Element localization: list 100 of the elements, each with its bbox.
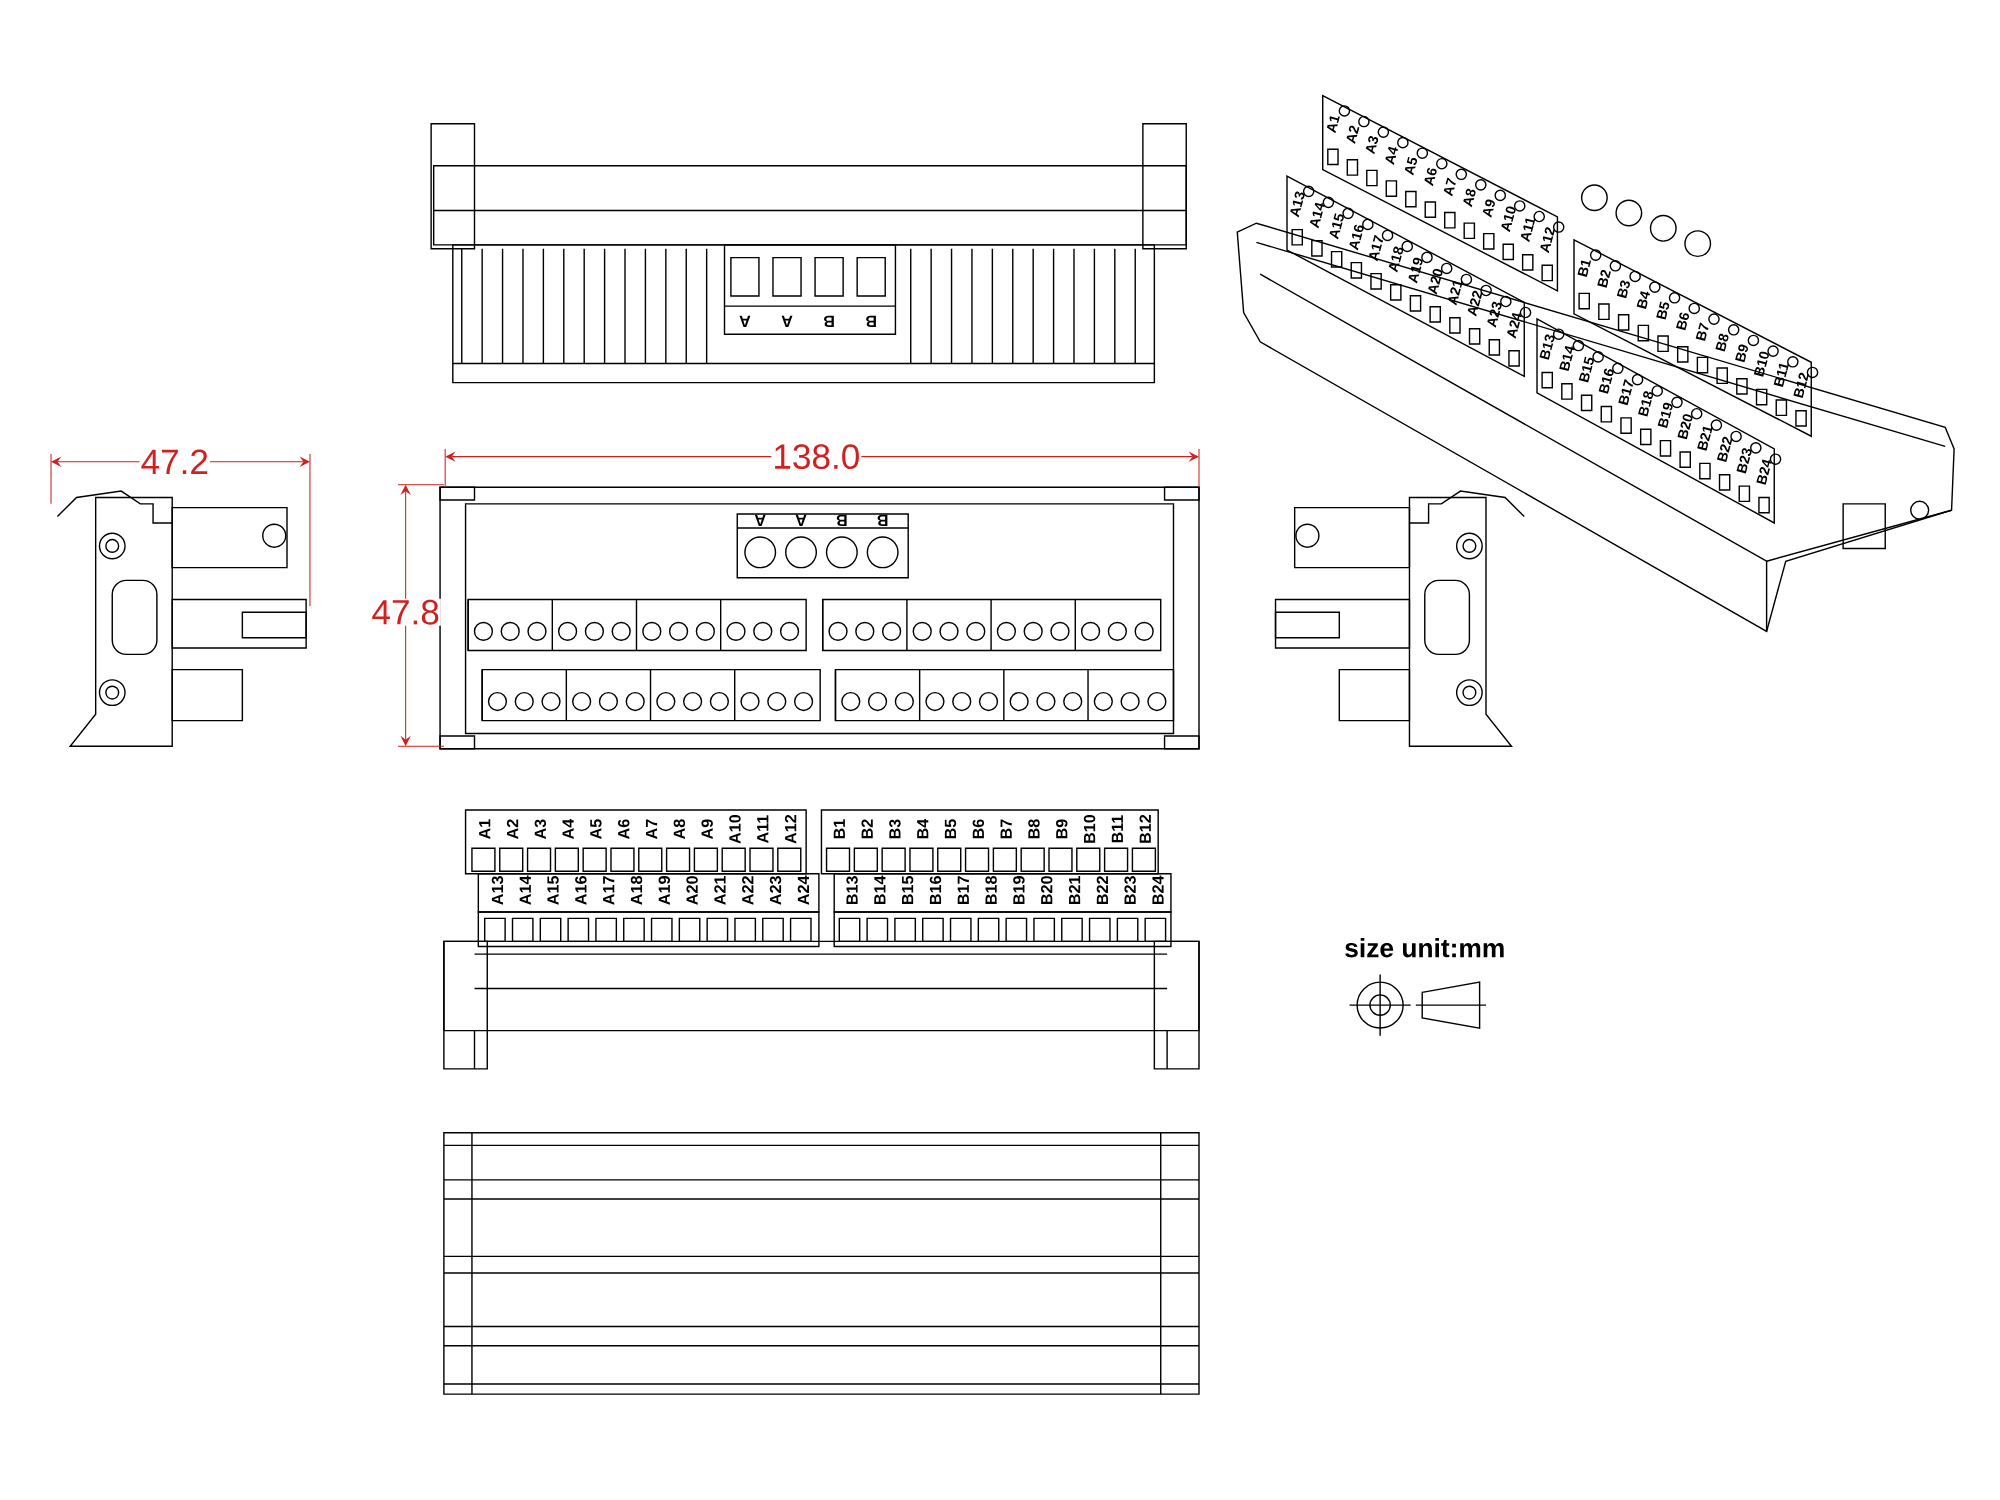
terminal-label: A1 (1326, 116, 1340, 134)
terminal-label: B18 (1638, 391, 1654, 417)
terminal-label: A2 (1346, 125, 1360, 144)
terminal-label: A1 (479, 819, 491, 840)
unit-note: size unit:mm (1345, 938, 1504, 958)
terminal-label: B (866, 315, 876, 327)
dimension-text: 47.8 (370, 598, 441, 626)
dimension-text: 47.2 (139, 448, 210, 476)
terminal-label: B24 (1756, 459, 1772, 485)
terminal-label: A (795, 514, 807, 526)
terminal-label: B17 (1618, 379, 1634, 406)
terminal-label: A19 (1408, 257, 1423, 284)
terminal-label: A17 (1369, 234, 1384, 262)
terminal-label: B9 (1735, 344, 1748, 363)
terminal-label: B10 (1753, 351, 1769, 377)
terminal-label: B23 (1736, 448, 1752, 474)
terminal-label: B7 (1000, 819, 1012, 839)
terminal-label: A16 (1349, 224, 1364, 251)
terminal-label: B8 (1028, 819, 1040, 839)
terminal-label: B6 (1676, 312, 1690, 331)
terminal-label: B3 (1616, 280, 1630, 299)
terminal-label: B21 (1068, 875, 1081, 905)
terminal-label: A8 (1463, 188, 1476, 208)
terminal-label: B3 (889, 819, 901, 839)
terminal-label: B (824, 315, 834, 327)
terminal-label: A18 (1388, 246, 1404, 273)
terminal-label: A4 (562, 818, 574, 840)
terminal-label: A3 (534, 819, 547, 840)
terminal-label: A9 (701, 819, 713, 840)
terminal-label: B14 (1559, 345, 1575, 372)
terminal-label: A20 (686, 876, 698, 905)
terminal-label: B15 (1578, 356, 1594, 383)
terminal-label: A7 (645, 819, 658, 840)
terminal-label: A10 (1501, 206, 1516, 233)
terminal-label: A18 (630, 876, 643, 905)
terminal-label: B18 (985, 876, 997, 905)
terminal-label: B2 (1597, 269, 1611, 288)
terminal-label: B13 (1539, 334, 1555, 360)
terminal-label: B9 (1056, 819, 1068, 839)
terminal-label: B1 (833, 819, 845, 839)
terminal-label: B22 (1096, 876, 1108, 905)
terminal-label: B14 (874, 875, 886, 905)
terminal-label: A (739, 315, 751, 327)
terminal-label: A23 (1487, 301, 1502, 328)
terminal-label: A (781, 315, 793, 327)
terminal-label: B4 (917, 818, 929, 839)
terminal-label: A5 (1404, 156, 1418, 176)
terminal-label: A24 (797, 875, 809, 905)
terminal-label: B19 (1657, 402, 1673, 428)
terminal-label: B23 (1124, 876, 1136, 905)
terminal-label: B22 (1716, 436, 1733, 463)
terminal-label: B8 (1715, 333, 1729, 352)
terminal-label: A12 (784, 814, 797, 844)
terminal-label: B10 (1083, 814, 1096, 843)
terminal-label: B (877, 514, 888, 526)
terminal-label: A24 (1507, 312, 1522, 339)
terminal-label: B19 (1013, 876, 1025, 905)
terminal-label: B11 (1773, 363, 1790, 387)
terminal-label: B5 (944, 819, 957, 839)
terminal-label: A11 (757, 815, 769, 844)
terminal-label: A23 (769, 876, 782, 905)
terminal-label: A (754, 514, 766, 526)
terminal-label: A10 (729, 814, 741, 844)
terminal-label: A20 (1428, 269, 1443, 295)
terminal-label: A17 (603, 876, 615, 905)
terminal-label: B20 (1677, 414, 1693, 440)
terminal-label: A19 (658, 876, 671, 905)
terminal-label: B16 (1598, 368, 1614, 394)
terminal-label: A16 (575, 876, 587, 905)
terminal-label: A13 (1290, 191, 1305, 218)
terminal-label: B (836, 514, 847, 526)
terminal-label: B17 (957, 876, 969, 905)
terminal-label: A14 (1310, 202, 1325, 229)
terminal-label: B11 (1111, 815, 1123, 843)
terminal-label: A6 (1424, 167, 1437, 187)
terminal-label: A5 (590, 819, 602, 840)
terminal-label: B6 (972, 819, 985, 839)
terminal-label: B12 (1139, 814, 1151, 843)
terminal-label: A11 (1520, 218, 1536, 243)
terminal-label: B15 (902, 875, 914, 905)
terminal-label: B12 (1793, 372, 1809, 399)
terminal-label: A7 (1443, 177, 1456, 197)
terminal-label: A4 (1385, 146, 1398, 165)
dimension-text: 138.0 (771, 443, 862, 471)
terminal-label: A12 (1540, 227, 1556, 254)
terminal-label: A13 (491, 876, 504, 905)
terminal-label: B16 (929, 876, 942, 905)
terminal-label: A21 (714, 875, 726, 905)
terminal-label: A3 (1365, 136, 1379, 155)
terminal-label: B2 (861, 819, 873, 839)
terminal-label: A15 (547, 875, 559, 905)
terminal-label: A6 (618, 819, 630, 840)
terminal-label: A15 (1329, 213, 1344, 240)
terminal-label: A22 (1467, 290, 1483, 317)
terminal-label: B21 (1697, 426, 1713, 451)
terminal-label: A14 (519, 875, 531, 905)
terminal-label: A2 (506, 819, 519, 840)
terminal-label: B13 (846, 876, 858, 905)
terminal-label: B1 (1577, 260, 1592, 277)
terminal-label: B24 (1152, 875, 1164, 905)
